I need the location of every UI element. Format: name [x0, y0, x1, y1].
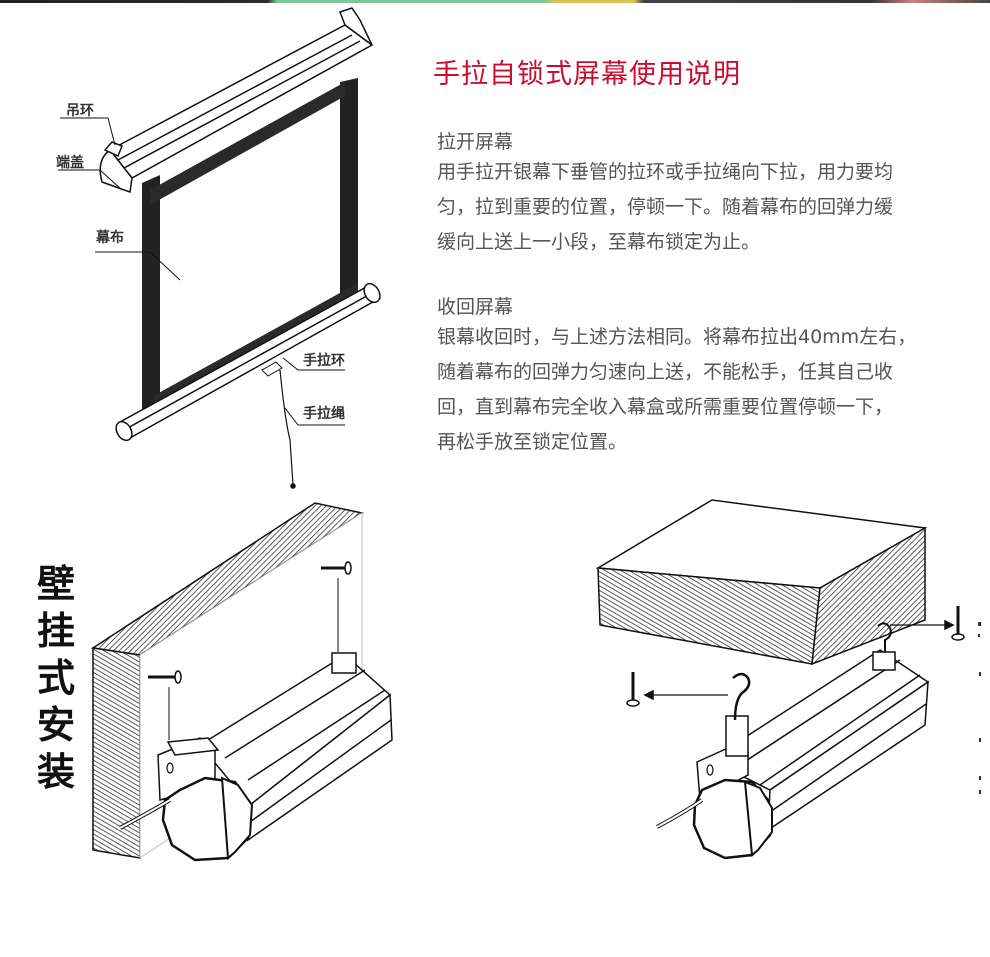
section-body-retract-screen: 银幕收回时，与上述方法相同。将幕布拉出40mm左右， 随着幕布的回弹力匀速向上送… [437, 320, 990, 460]
top-color-strip [0, 0, 990, 3]
ceiling-mount-diagram [595, 499, 981, 860]
text-line: 用手拉开银幕下垂管的拉环或手拉绳向下拉，用力要均 [437, 161, 894, 183]
page-title: 手拉自锁式屏幕使用说明 [433, 59, 741, 90]
text-line: 缓向上送上一小段，至幕布锁定为止。 [437, 231, 761, 253]
vertical-char: 装 [36, 749, 75, 794]
label-pull-ring: 手拉环 [303, 353, 345, 369]
section-heading-open-screen: 拉开屏幕 [437, 131, 514, 153]
wall-mount-vertical-label: 壁 挂 式 安 装 [30, 560, 82, 795]
text-line: 匀，拉到重要的位置，停顿一下。随着幕布的回弹力缓 [437, 196, 894, 218]
section-heading-retract-screen: 收回屏幕 [437, 296, 514, 318]
label-pull-cord: 手拉绳 [303, 406, 345, 422]
wall-mount-diagram [90, 502, 393, 862]
text-line: 随着幕布的回弹力匀速向上送，不能松手，任其自己收 [437, 361, 894, 383]
vertical-char: 式 [36, 655, 75, 700]
text-line: 再松手放至锁定位置。 [437, 431, 628, 453]
text-line: 回，直到幕布完全收入幕盒或所需重要位置停顿一下， [437, 396, 894, 418]
label-screen-fabric: 幕布 [96, 230, 124, 246]
section-body-open-screen: 用手拉开银幕下垂管的拉环或手拉绳向下拉，用力要均 匀，拉到重要的位置，停顿一下。… [437, 155, 990, 260]
vertical-char: 安 [36, 702, 75, 747]
vertical-char: 壁 [36, 561, 75, 606]
label-end-cap: 端盖 [56, 155, 84, 171]
pull-down-screen-diagram [58, 7, 382, 489]
vertical-char: 挂 [36, 608, 75, 653]
label-hanging-ring: 吊环 [66, 103, 94, 119]
text-line: 银幕收回时，与上述方法相同。将幕布拉出40mm左右， [437, 326, 917, 348]
